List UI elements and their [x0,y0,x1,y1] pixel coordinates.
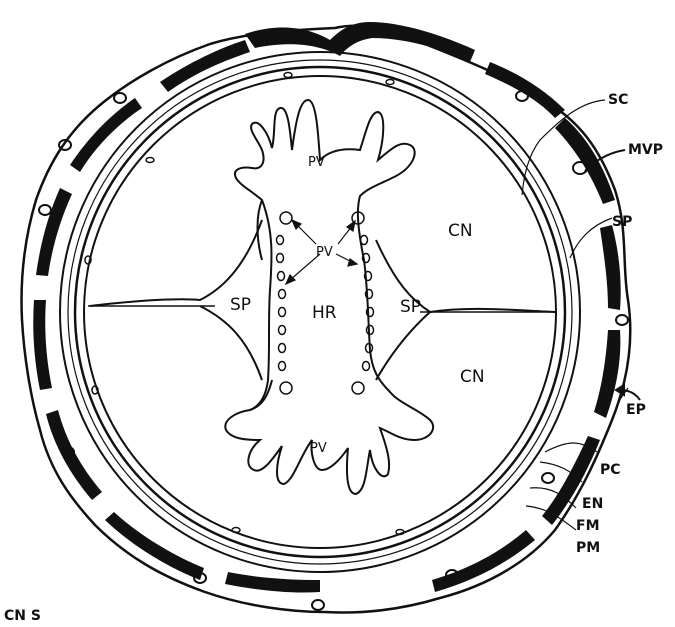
label-pv-bottom: PV [310,441,327,456]
label-ep: EP [626,402,646,418]
label-pc: PC [600,462,621,478]
caption-partial: CN S [4,608,41,622]
label-sc: SC [608,92,628,108]
label-pv-center: PV [316,245,333,260]
label-fm: FM [576,518,600,534]
label-en: EN [582,496,603,512]
label-sp-outer: SP [612,214,632,230]
label-cn-lower: CN [460,367,485,387]
label-pv-top: PV [308,155,325,170]
label-cn-upper: CN [448,221,473,241]
label-hr: HR [312,303,337,323]
label-sp-left: SP [230,295,251,315]
label-pm: PM [576,540,600,556]
label-mvp: MVP [628,142,663,158]
label-sp-right: SP [400,297,421,317]
